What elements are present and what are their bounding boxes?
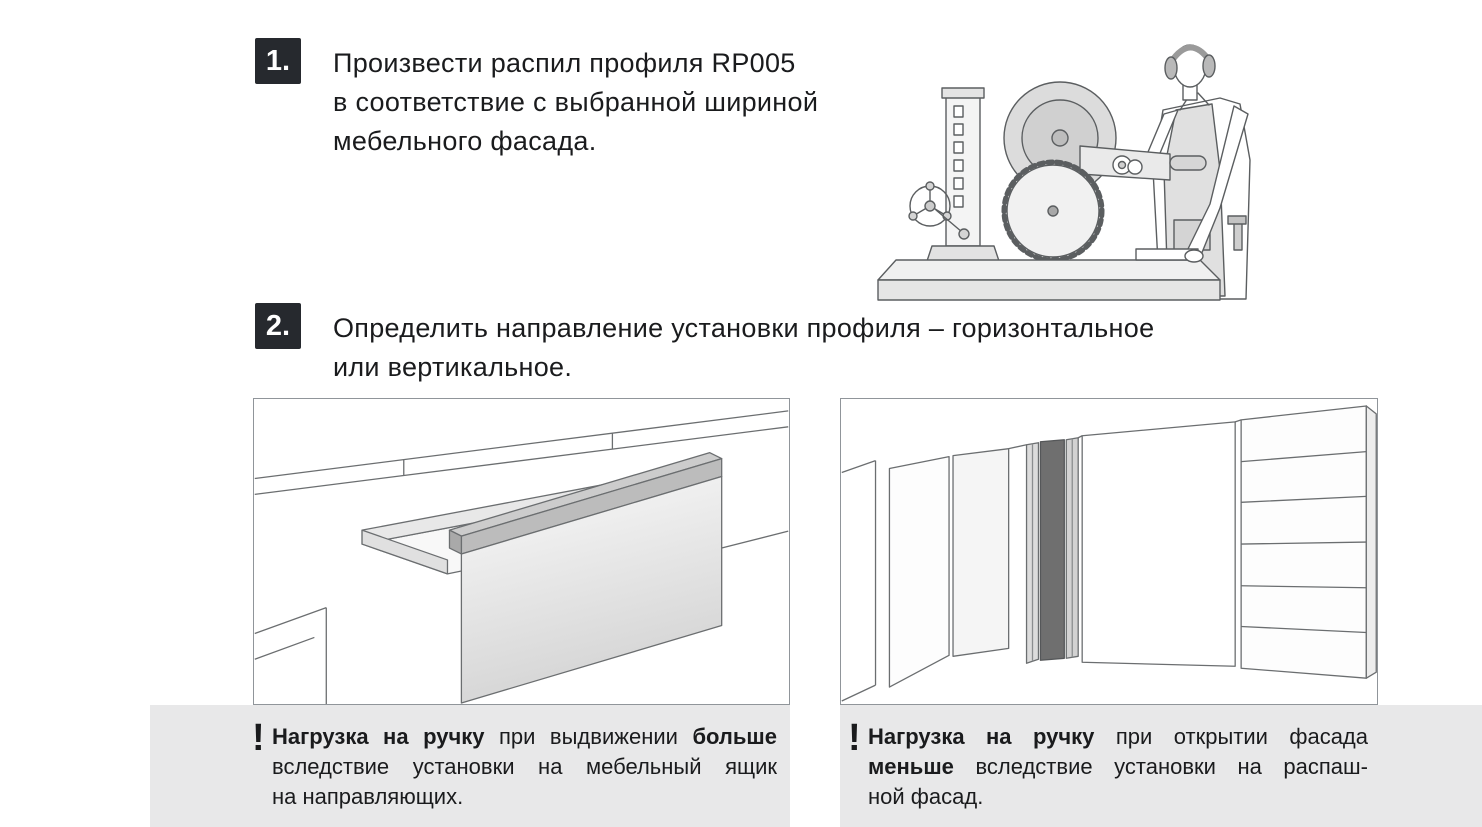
note-run: Нагрузка на ручку	[272, 724, 485, 749]
step-1-line-1: Произвести распил профиля RP005	[333, 48, 796, 78]
exclamation-icon: !	[252, 717, 265, 759]
note-run: при открытии фасада	[1094, 724, 1369, 749]
figure-vertical-profile	[840, 398, 1378, 705]
note-line: Нагрузка на ручку при выдвижении больше	[272, 722, 777, 752]
drawer-profile-illustration	[254, 410, 789, 704]
note-vertical: ! Нагрузка на ручку при открытии фасада …	[840, 705, 1482, 827]
note-line: Нагрузка на ручку при открытии фасада	[868, 722, 1368, 752]
note-run: больше	[692, 724, 777, 749]
exclamation-icon: !	[848, 717, 861, 759]
note-line: меньше вследствие установки на распаш-	[868, 752, 1368, 782]
note-vertical-text: Нагрузка на ручку при открытии фасада ме…	[868, 722, 1368, 812]
step-1-number: 1.	[265, 44, 291, 77]
note-horizontal: ! Нагрузка на ручку при выдвижении больш…	[150, 705, 790, 827]
step-1-line-2: в соответствие с выбранной шириной	[333, 87, 819, 117]
note-run: вследствие установки на мебельный ящик	[272, 754, 777, 779]
note-horizontal-text: Нагрузка на ручку при выдвижении больше …	[272, 722, 777, 812]
note-run: вследствие установки на распаш-	[953, 754, 1368, 779]
step-1-line-3: мебельного фасада.	[333, 126, 597, 156]
step-2-line-1: Определить направление установки профиля…	[333, 313, 1155, 343]
note-run: меньше	[868, 754, 954, 779]
note-run: ной фасад.	[868, 784, 984, 809]
step-1-badge: 1.	[255, 38, 301, 84]
note-line: вследствие установки на мебельный ящик	[272, 752, 777, 782]
step-2-badge: 2.	[255, 303, 301, 349]
note-run: на направляющих.	[272, 784, 464, 809]
note-run: при выдвижении	[484, 724, 693, 749]
step-2-line-2: или вертикальное.	[333, 352, 573, 382]
step-2-number: 2.	[265, 309, 291, 342]
step-2-text: Определить направление установки профиля…	[333, 309, 1154, 387]
miter-saw-worker-illustration	[877, 44, 1251, 301]
note-line: ной фасад.	[868, 782, 1368, 812]
step-1-text: Произвести распил профиля RP005 в соотве…	[333, 44, 818, 161]
note-run: Нагрузка на ручку	[868, 724, 1095, 749]
figure-horizontal-profile	[253, 398, 790, 705]
note-line: на направляющих.	[272, 782, 777, 812]
wardrobe-profile-illustration	[841, 405, 1377, 702]
